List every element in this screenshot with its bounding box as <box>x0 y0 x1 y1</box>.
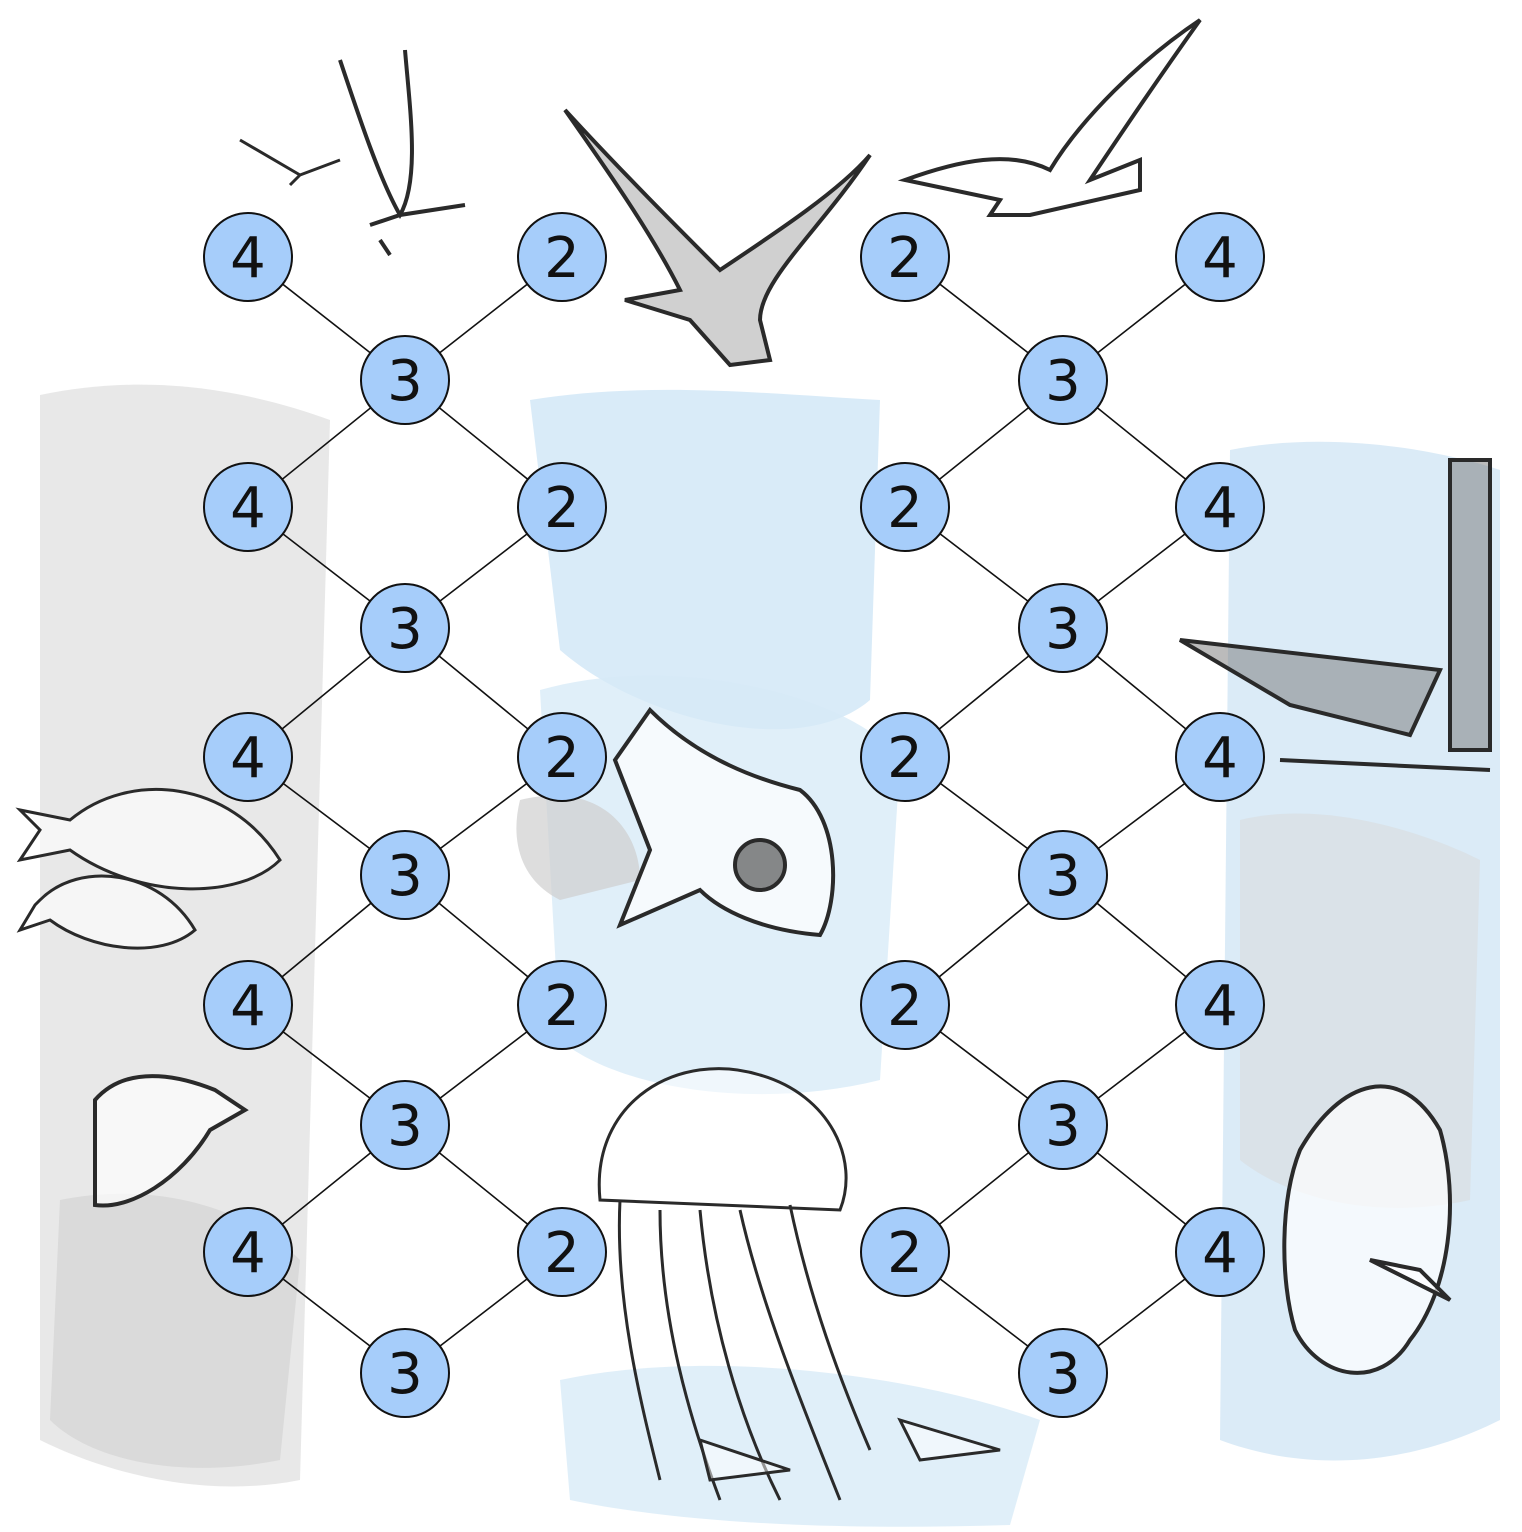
node-number: 2 <box>544 726 580 791</box>
node-number: 2 <box>887 726 923 791</box>
number-node[interactable]: 4 <box>1176 1208 1264 1296</box>
node-number: 4 <box>1202 974 1238 1039</box>
node-number: 3 <box>1045 844 1081 909</box>
number-node[interactable]: 2 <box>518 1208 606 1296</box>
number-node[interactable]: 2 <box>518 713 606 801</box>
seagull-icon <box>240 140 340 185</box>
number-node[interactable]: 4 <box>204 713 292 801</box>
seagull-icon <box>905 20 1200 215</box>
node-number: 3 <box>387 597 423 662</box>
node-number: 3 <box>387 844 423 909</box>
node-number: 3 <box>387 1094 423 1159</box>
number-node[interactable]: 2 <box>861 463 949 551</box>
node-number: 2 <box>887 1221 923 1286</box>
node-number: 4 <box>1202 476 1238 541</box>
number-node[interactable]: 2 <box>518 961 606 1049</box>
number-node[interactable]: 4 <box>204 961 292 1049</box>
node-number: 2 <box>544 1221 580 1286</box>
number-node[interactable]: 4 <box>1176 463 1264 551</box>
number-node[interactable]: 3 <box>1019 1081 1107 1169</box>
node-number: 3 <box>1045 1342 1081 1407</box>
number-node[interactable]: 3 <box>1019 336 1107 424</box>
number-node[interactable]: 3 <box>1019 584 1107 672</box>
node-number: 2 <box>887 974 923 1039</box>
number-node[interactable]: 2 <box>861 213 949 301</box>
node-number: 2 <box>544 974 580 1039</box>
node-number: 3 <box>387 1342 423 1407</box>
node-number: 4 <box>230 726 266 791</box>
node-number: 3 <box>1045 597 1081 662</box>
node-number: 4 <box>230 226 266 291</box>
number-node[interactable]: 2 <box>861 961 949 1049</box>
node-number: 2 <box>887 476 923 541</box>
node-number: 4 <box>1202 1221 1238 1286</box>
node-number: 3 <box>1045 349 1081 414</box>
number-node[interactable]: 3 <box>361 831 449 919</box>
seagull-icon <box>565 110 870 365</box>
node-number: 4 <box>230 476 266 541</box>
number-node[interactable]: 2 <box>861 1208 949 1296</box>
node-number: 2 <box>544 226 580 291</box>
number-node[interactable]: 4 <box>1176 961 1264 1049</box>
number-node[interactable]: 3 <box>361 1329 449 1417</box>
sea-background <box>40 385 1500 1527</box>
number-node[interactable]: 2 <box>861 713 949 801</box>
node-number: 4 <box>230 974 266 1039</box>
node-number: 4 <box>1202 726 1238 791</box>
node-number: 4 <box>230 1221 266 1286</box>
number-node[interactable]: 3 <box>361 336 449 424</box>
node-number: 3 <box>1045 1094 1081 1159</box>
number-node[interactable]: 3 <box>1019 831 1107 919</box>
number-node[interactable]: 2 <box>518 213 606 301</box>
number-node[interactable]: 4 <box>204 1208 292 1296</box>
number-node[interactable]: 4 <box>204 463 292 551</box>
number-node[interactable]: 4 <box>1176 713 1264 801</box>
node-number: 2 <box>887 226 923 291</box>
number-node[interactable]: 4 <box>1176 213 1264 301</box>
number-node[interactable]: 4 <box>204 213 292 301</box>
node-number: 4 <box>1202 226 1238 291</box>
number-node[interactable]: 2 <box>518 463 606 551</box>
node-number: 2 <box>544 476 580 541</box>
number-node[interactable]: 3 <box>1019 1329 1107 1417</box>
node-number: 3 <box>387 349 423 414</box>
number-node[interactable]: 3 <box>361 1081 449 1169</box>
seagull-icon <box>340 50 465 255</box>
number-node[interactable]: 3 <box>361 584 449 672</box>
